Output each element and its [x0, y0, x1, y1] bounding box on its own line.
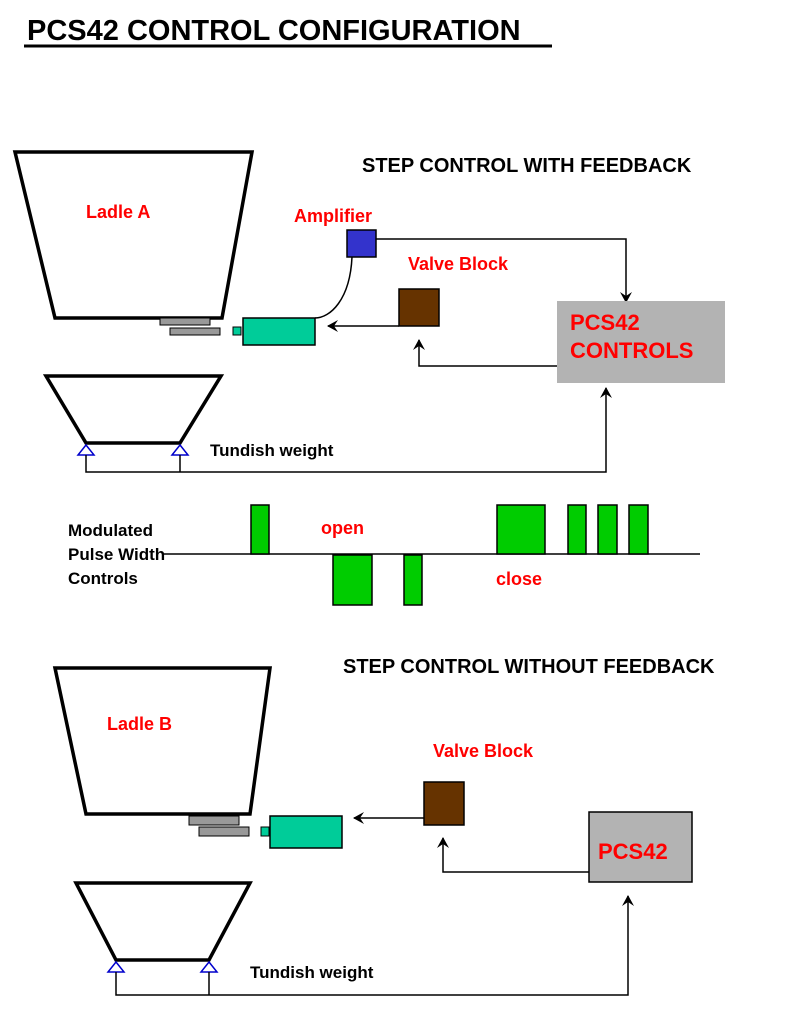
slide-gate-b-plate-upper — [188, 815, 240, 826]
controller-to-valve-b-arrow — [437, 837, 589, 873]
pulse-open-label: open — [321, 518, 364, 538]
controller-to-valve-a-arrow — [413, 339, 557, 367]
pulse-label-line1: Modulated — [68, 521, 153, 540]
ladle-a-label: Ladle A — [86, 202, 150, 222]
tundish-b — [73, 881, 253, 962]
actuator-a — [242, 317, 316, 346]
tundish-weight-a-label: Tundish weight — [210, 441, 334, 460]
valve-block-b — [423, 781, 465, 826]
valve-block-a-label: Valve Block — [408, 254, 509, 274]
amplifier — [346, 229, 377, 258]
tundish-to-controller-a-line — [85, 387, 612, 473]
amplifier-to-actuator-wire — [314, 256, 353, 319]
pulse-close-1 — [332, 554, 373, 606]
actuator-b — [269, 815, 343, 849]
pcs42-controls-label-line2: CONTROLS — [570, 338, 693, 363]
load-cell-a-right-icon — [170, 443, 190, 456]
amplifier-label: Amplifier — [294, 206, 372, 226]
pulse-close-2 — [403, 554, 423, 606]
tundish-a — [42, 374, 225, 445]
section-b-heading: STEP CONTROL WITHOUT FEEDBACK — [343, 656, 715, 678]
load-cell-a-left-icon — [76, 443, 96, 456]
pulse-open-4 — [597, 504, 618, 555]
actuator-b-rod — [260, 826, 270, 837]
slide-gate-b-plate-lower — [198, 826, 250, 837]
load-cell-b-left-icon — [106, 960, 126, 973]
ladle-b — [52, 666, 273, 816]
slide-gate-plate-lower — [169, 327, 221, 336]
pulse-open-1 — [250, 504, 270, 555]
tundish-to-controller-b-line — [115, 895, 634, 996]
valve-block-b-label: Valve Block — [433, 741, 534, 761]
pcs42-box — [588, 811, 693, 883]
pcs42-controls-label-line1: PCS42 — [570, 310, 640, 335]
pulse-open-3 — [567, 504, 587, 555]
ladle-b-label: Ladle B — [107, 714, 172, 734]
pulse-open-5 — [628, 504, 649, 555]
pulse-close-label: close — [496, 569, 542, 589]
tundish-weight-b-label: Tundish weight — [250, 963, 374, 982]
pulse-label-line2: Pulse Width — [68, 545, 165, 564]
load-cell-b-right-icon — [199, 960, 219, 973]
page-title: PCS42 CONTROL CONFIGURATION — [27, 15, 521, 47]
section-a-heading: STEP CONTROL WITH FEEDBACK — [362, 155, 692, 177]
slide-gate-plate-upper — [159, 317, 211, 326]
actuator-a-rod — [232, 326, 242, 336]
valve-block-a — [398, 288, 440, 327]
ladle-a — [12, 150, 255, 320]
pulse-open-2 — [496, 504, 546, 555]
pcs42-controls-box — [557, 301, 725, 383]
pcs42-label: PCS42 — [598, 839, 668, 864]
amplifier-to-controller-line — [376, 238, 632, 303]
pulse-label-line3: Controls — [68, 569, 138, 588]
